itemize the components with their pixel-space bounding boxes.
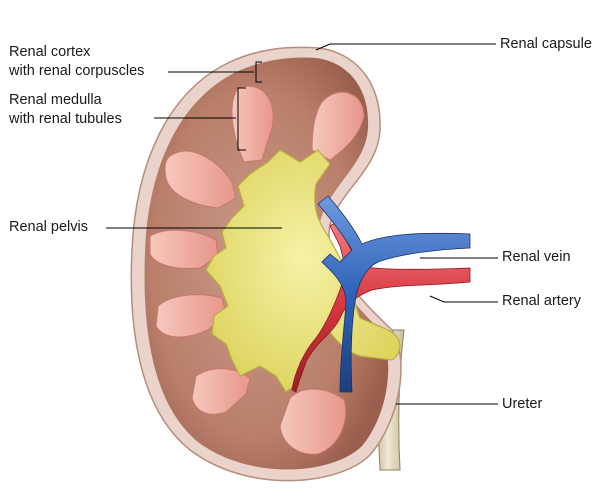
leader-lines (106, 43, 498, 405)
label-renal-medulla-line2: with renal tubules (9, 111, 122, 127)
label-renal-capsule: Renal capsule (500, 36, 592, 52)
label-renal-medulla-line1: Renal medulla (9, 92, 102, 108)
medulla-pyramids (149, 85, 365, 455)
label-ureter: Ureter (502, 396, 543, 412)
label-renal-cortex-line1: Renal cortex (9, 44, 91, 60)
label-renal-medulla: Renal medulla with renal tubules (9, 91, 122, 129)
label-renal-pelvis: Renal pelvis (9, 219, 88, 235)
label-renal-vein: Renal vein (502, 249, 571, 265)
renal-vein-shape (317, 195, 471, 393)
label-renal-cortex-line2: with renal corpuscles (9, 63, 145, 79)
label-renal-artery: Renal artery (502, 293, 581, 309)
label-renal-cortex: Renal cortex with renal corpuscles (9, 43, 144, 81)
